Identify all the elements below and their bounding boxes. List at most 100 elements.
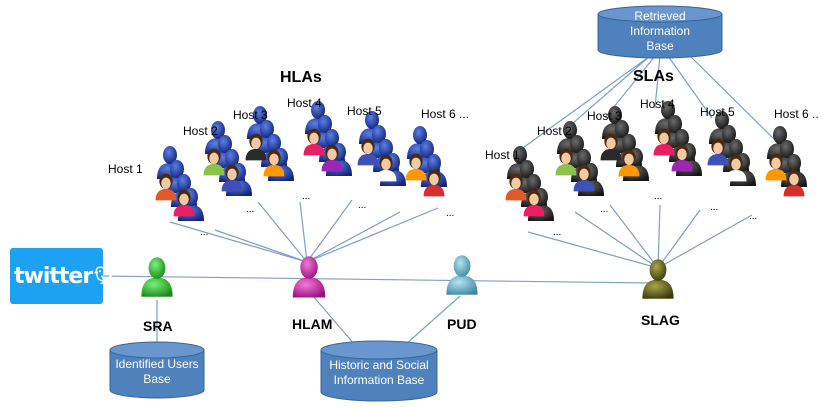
retrieved-link-4: [654, 55, 661, 109]
hla-host-5-label: Host 5: [347, 104, 382, 118]
ellipsis: ...: [446, 208, 455, 219]
hla-host-3-user-avatar-icon: [245, 133, 267, 161]
pud-person-icon: [446, 255, 478, 295]
pud-label: PUD: [447, 316, 477, 332]
hla-host-5-user-avatar-icon: [357, 138, 379, 166]
connection-lines: [102, 55, 781, 346]
historic-db-line-1: Historic and Social: [329, 358, 429, 372]
hla-host-6-label: Host 6 ...: [421, 107, 470, 121]
ellipsis: ...: [600, 204, 609, 215]
retrieved-link-5: [667, 55, 713, 119]
sla-host-4-user-avatar-icon: [653, 128, 675, 156]
ellipsis: ...: [749, 211, 758, 222]
hla-host-3-user-avatar-icon: [263, 149, 285, 177]
ellipsis: ...: [553, 227, 562, 238]
retrieved-information-base: [597, 5, 723, 59]
hla-host-1-user-avatar-icon: [173, 189, 195, 217]
slag-link-host6: [657, 214, 753, 269]
pud-agent-icon: [446, 255, 478, 295]
hla-host-1-user-avatar-icon: [155, 173, 177, 201]
hla-host-6-user-avatar-icon: [423, 169, 445, 197]
slag-label: SLAG: [641, 312, 680, 328]
retrieved-db-line-2: Information: [629, 24, 691, 38]
ellipsis: ...: [654, 191, 663, 202]
sla-host-5-user-avatar-icon: [707, 138, 729, 166]
sra-person-icon: [141, 257, 173, 297]
sla-hosts-crowd: [505, 101, 807, 221]
sla-host-2-user-avatar-icon: [573, 164, 595, 192]
slag-link-host1: [527, 231, 659, 269]
hla-host-2-user-avatar-icon: [203, 148, 225, 176]
sla-host-3-user-avatar-icon: [618, 149, 640, 177]
sla-host-2-label: Host 2: [537, 124, 572, 138]
sra-label: SRA: [143, 318, 173, 334]
retrieved-link-1: [519, 55, 651, 151]
ellipsis: ...: [710, 202, 719, 213]
sla-host-1-label: Host 1: [485, 148, 520, 162]
hlam-link-host4: [299, 201, 308, 263]
slas-title: SLAs: [633, 68, 674, 85]
identified-users-base: [109, 341, 205, 399]
identified-db-line-2: Base: [143, 372, 171, 386]
hla-host-4-label: Host 4: [287, 96, 322, 110]
pud-historic-link: [404, 295, 461, 346]
slag-agent-icon: [642, 259, 674, 299]
sla-host-4-user-avatar-icon: [671, 144, 693, 172]
slag-link-host3: [609, 204, 659, 269]
hla-host-3-label: Host 3: [233, 108, 268, 122]
hlam-link-host1: [169, 221, 308, 263]
retrieved-db-line-1: Retrieved: [634, 9, 686, 23]
twitter-logo: twitter 🐦︎: [10, 248, 117, 304]
hlam-link-host5: [306, 199, 353, 263]
hla-host-6-user-avatar-icon: [405, 153, 427, 181]
sra-agent-icon: [141, 257, 173, 297]
hlam-historic-link: [311, 294, 356, 346]
ellipsis: ...: [358, 200, 367, 211]
retrieved-db-line-3: Base: [646, 39, 674, 53]
hlam-link-host2: [214, 229, 308, 263]
hla-host-2-user-avatar-icon: [221, 164, 243, 192]
slag-link-host5: [657, 209, 701, 269]
twitter-wordmark: twitter: [14, 263, 93, 289]
hlam-link-host3: [257, 201, 308, 263]
twitter-bird-icon: 🐦︎: [94, 265, 117, 287]
hla-host-1-label: Host 1: [108, 162, 143, 176]
hlam-label: HLAM: [292, 316, 333, 332]
sla-host-5-user-avatar-icon: [725, 154, 747, 182]
ellipsis: ...: [302, 191, 311, 202]
bus-line: [102, 275, 651, 284]
sla-host-5-label: Host 5: [700, 105, 735, 119]
hla-host-2-label: Host 2: [183, 124, 218, 138]
historic-db-line-2: Information Base: [333, 373, 425, 387]
retrieved-db-label: Retrieved Information Base: [598, 9, 722, 54]
hla-host-4-user-avatar-icon: [321, 144, 343, 172]
slag-link-host2: [574, 211, 659, 269]
identified-db-label: Identified Users Base: [110, 357, 204, 387]
sla-host-6-user-avatar-icon: [783, 169, 805, 197]
hla-hosts-crowd: [155, 101, 447, 221]
hlam-link-host6b: [306, 207, 439, 263]
slag-link-host4: [657, 204, 661, 269]
hlam-person-icon: [292, 256, 326, 298]
hla-host-4-user-avatar-icon: [303, 128, 325, 156]
sla-host-1-user-avatar-icon: [505, 173, 527, 201]
historic-social-information-base: [320, 340, 438, 402]
historic-db-label: Historic and Social Information Base: [321, 358, 437, 388]
ellipsis: ...: [200, 227, 209, 238]
retrieved-link-2: [564, 55, 651, 131]
hla-host-5-user-avatar-icon: [375, 154, 397, 182]
sla-host-3-label: Host 3: [587, 109, 622, 123]
sla-host-6-user-avatar-icon: [765, 153, 787, 181]
hlam-link-host6: [306, 211, 401, 263]
identified-db-line-1: Identified Users: [115, 357, 199, 371]
sla-host-1-user-avatar-icon: [523, 189, 545, 217]
hlam-agent-icon: [292, 256, 326, 298]
slag-person-icon: [642, 259, 674, 299]
hlas-title: HLAs: [280, 69, 322, 86]
sla-host-6-label: Host 6 ..: [774, 107, 819, 121]
sla-host-3-user-avatar-icon: [600, 133, 622, 161]
retrieved-link-6: [689, 55, 781, 146]
ellipsis: ...: [246, 204, 255, 215]
sla-host-4-label: Host 4: [640, 97, 675, 111]
